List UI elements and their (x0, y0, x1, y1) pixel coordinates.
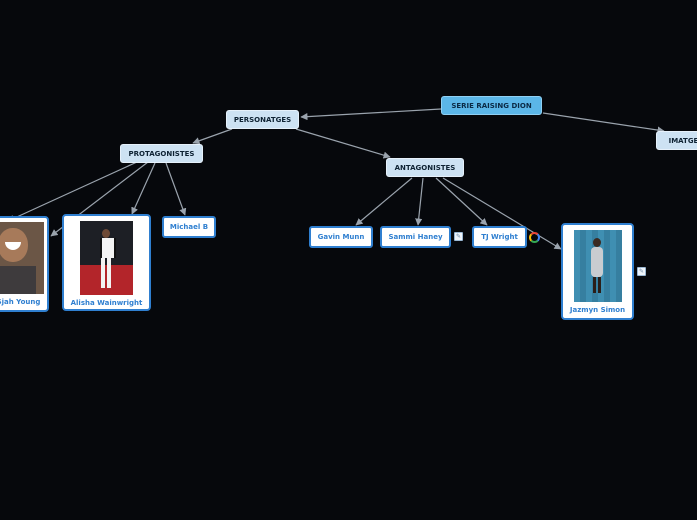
google-link-icon[interactable] (529, 232, 540, 243)
alisha-card[interactable]: Alisha Wainwright (62, 214, 151, 311)
note-icon-2[interactable]: ✎ (637, 267, 646, 276)
gavin-node[interactable]: Gavin Munn (309, 226, 373, 248)
edge-protagonistes-alisha2 (131, 162, 156, 215)
personatges-label: PERSONATGES (233, 115, 292, 124)
root-label: SERIE RAISING DION (451, 101, 532, 110)
alisha-caption: Alisha Wainwright (70, 299, 143, 307)
protagonistes-label: PROTAGONISTES (128, 149, 195, 158)
edge-protagonistes-michael (165, 162, 187, 216)
imatges-node[interactable]: IMATGES (656, 131, 697, 150)
edge-protagonistes-young (7, 161, 138, 222)
edge-antagonistes-tj (435, 177, 488, 226)
tj-label: TJ Wright (481, 233, 518, 241)
gavin-label: Gavin Munn (317, 233, 365, 241)
young-caption: Sjah Young (0, 298, 41, 306)
antagonistes-node[interactable]: ANTAGONISTES (386, 158, 464, 177)
antagonistes-label: ANTAGONISTES (394, 163, 456, 172)
tj-node[interactable]: TJ Wright (472, 226, 527, 248)
young-photo (0, 222, 44, 294)
edge-antagonistes-jazmyn (442, 177, 562, 250)
sammi-node[interactable]: Sammi Haney (380, 226, 451, 248)
note-icon[interactable]: ✎ (454, 232, 463, 241)
root-node[interactable]: SERIE RAISING DION (441, 96, 542, 115)
alisha-photo (80, 221, 133, 295)
jazmyn-caption: Jazmyn Simon (569, 306, 626, 314)
edge-antagonistes-gavin (355, 177, 413, 226)
edge-antagonistes-sammi (415, 177, 424, 226)
michael-label: Michael B (169, 223, 209, 231)
imatges-label: IMATGES (668, 136, 697, 145)
young-card[interactable]: Sjah Young (0, 216, 49, 312)
edge-personatges-protagonistes (192, 128, 233, 145)
edge-root-personatges (300, 108, 442, 121)
sammi-label: Sammi Haney (388, 233, 443, 241)
protagonistes-node[interactable]: PROTAGONISTES (120, 144, 203, 163)
michael-node[interactable]: Michael B (162, 216, 216, 238)
jazmyn-card[interactable]: Jazmyn Simon (561, 223, 634, 320)
personatges-node[interactable]: PERSONATGES (226, 110, 299, 129)
edge-personatges-antagonistes (295, 128, 391, 159)
edge-root-imatges (542, 112, 665, 134)
jazmyn-photo (573, 230, 622, 302)
